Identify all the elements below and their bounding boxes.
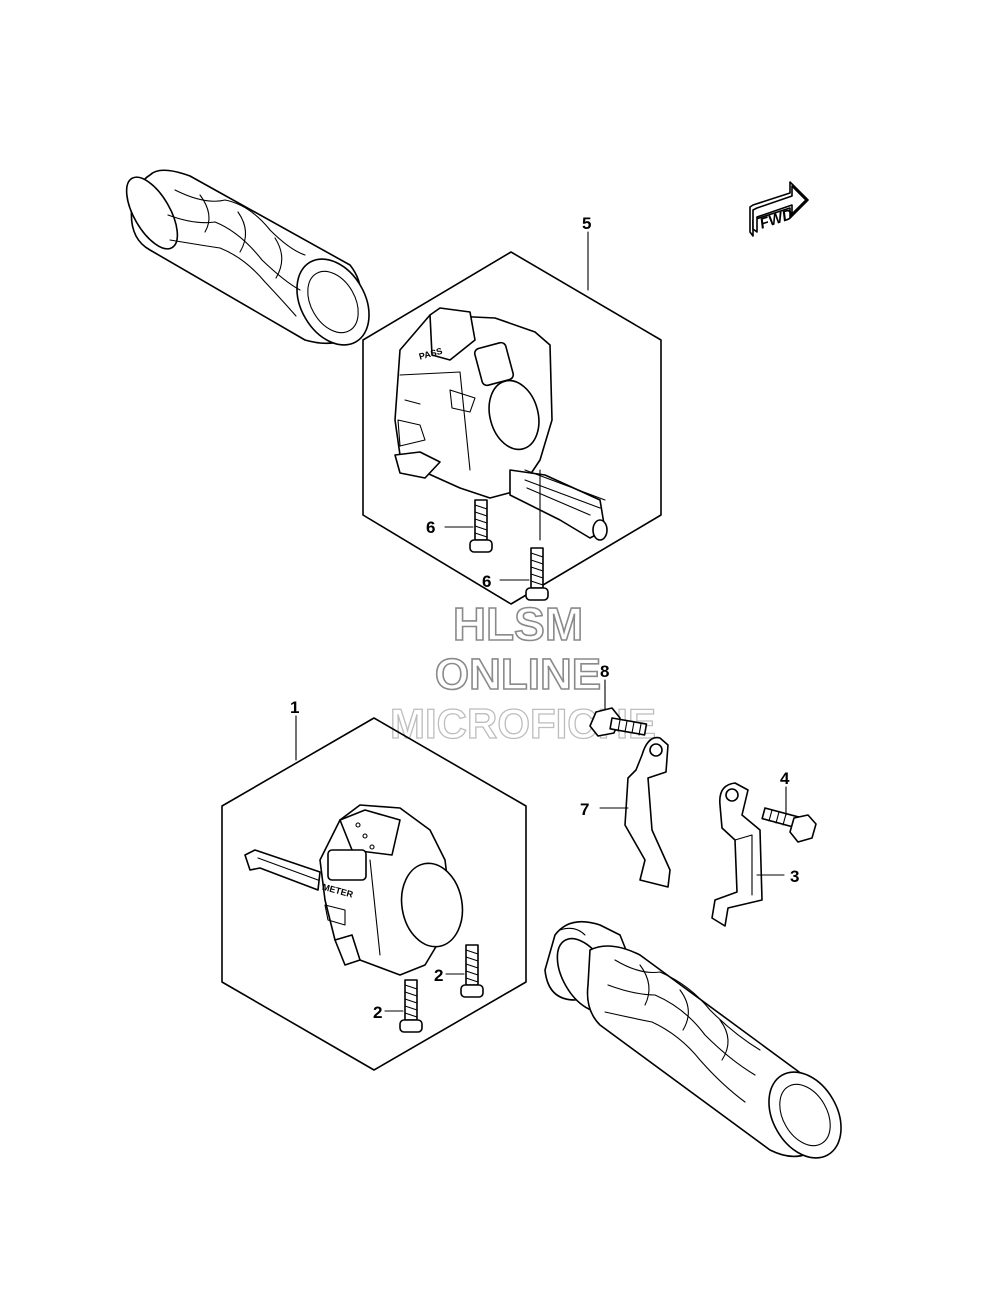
callout-5[interactable]: 5	[582, 214, 591, 233]
callout-8[interactable]: 8	[600, 662, 609, 681]
watermark-line1: HLSM	[453, 598, 583, 650]
callout-2b[interactable]: 2	[434, 966, 443, 985]
right-switch-housing: PASS	[394, 307, 553, 499]
screw-6b	[525, 547, 549, 601]
callout-6a[interactable]: 6	[426, 518, 435, 537]
screw-6a	[469, 499, 493, 553]
callout-6b[interactable]: 6	[482, 572, 491, 591]
bolt-8	[589, 707, 648, 737]
fwd-arrow-icon: FWD	[749, 181, 809, 237]
bolt-4	[761, 807, 817, 843]
callout-7[interactable]: 7	[580, 800, 589, 819]
callout-1[interactable]: 1	[290, 698, 299, 717]
left-switch-housing: METER	[319, 804, 464, 976]
screw-2b	[460, 944, 484, 998]
bracket-3	[711, 782, 763, 927]
watermark-line2: ONLINE	[435, 650, 601, 699]
screw-2a	[399, 979, 423, 1033]
bracket-7	[624, 736, 671, 888]
assembly-5-frame	[362, 251, 662, 605]
assembly-1-frame	[221, 717, 527, 1071]
callout-4[interactable]: 4	[780, 769, 790, 788]
left-switch-wire	[244, 849, 321, 891]
right-throttle-grip	[544, 920, 842, 1159]
right-switch-wire-harness	[509, 469, 608, 541]
callout-3[interactable]: 3	[790, 867, 799, 886]
left-grip-top	[125, 169, 370, 346]
callout-2a[interactable]: 2	[373, 1003, 382, 1022]
